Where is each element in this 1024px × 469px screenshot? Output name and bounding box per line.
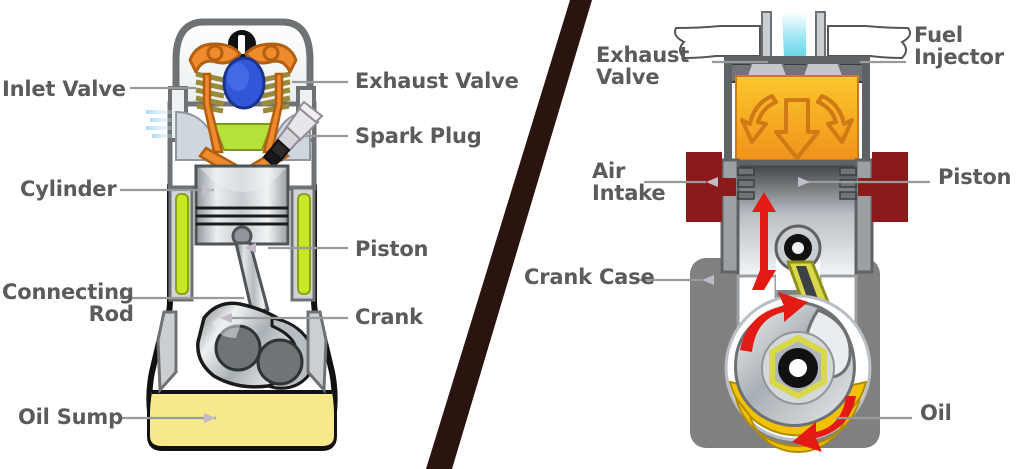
label-fuel-injector: Fuel Injector: [914, 23, 1004, 70]
exhaust-duct-left: [674, 25, 761, 60]
label-exhaust-valve: Exhaust Valve: [355, 69, 519, 93]
intake-air-mist: [146, 110, 176, 138]
cylinder-liner-right: [854, 158, 874, 274]
label-piston-right: Piston: [938, 165, 1012, 189]
coolant-jacket-left: [175, 193, 189, 295]
swirl-arrow-right: [816, 94, 854, 144]
label-spark-plug: Spark Plug: [355, 124, 482, 148]
label-air-intake: Air Intake: [592, 159, 666, 206]
left-engine-group: [120, 18, 348, 451]
label-inlet-valve: Inlet Valve: [2, 77, 126, 101]
oil-sump-fill: [150, 392, 334, 446]
leader-arrowheads-left-engine: [202, 185, 256, 423]
crankcase-wall-left: [156, 310, 178, 394]
label-connecting-rod: Connecting Rod: [2, 280, 134, 327]
label-crank-case: Crank Case: [524, 265, 655, 289]
rotation-arrow-bottom: [792, 396, 856, 452]
piston-ring-grooves-right: [737, 167, 857, 200]
label-cylinder: Cylinder: [20, 177, 117, 201]
label-exhaust-valve-right: Exhaust Valve: [596, 43, 690, 90]
crankcase-wall-right: [306, 310, 328, 394]
diagonal-divider-band: [426, 0, 592, 469]
label-oil-right: Oil: [920, 401, 952, 425]
combustion-gas-chamber: [735, 75, 859, 161]
down-arrow-chamber: [774, 98, 820, 160]
leader-lines-right-engine: [636, 60, 930, 420]
crank-journal-pin: [256, 338, 304, 386]
exhaust-duct-right: [827, 25, 911, 60]
air-intake-port-left: [686, 152, 736, 222]
piston-rings: [196, 206, 288, 226]
spark-plug: [262, 100, 324, 168]
rotation-arrow-top: [740, 292, 808, 352]
combustion-chamber: [212, 123, 274, 151]
right-engine-group: [636, 11, 930, 453]
piston-motion-arrow: [752, 192, 776, 290]
swirl-arrow-left: [740, 94, 778, 144]
leader-arrowheads-right-engine: [702, 177, 810, 285]
connecting-rod: [234, 241, 270, 314]
label-crank: Crank: [355, 305, 423, 329]
leader-lines-left-engine: [120, 80, 348, 420]
crank-oil-ring-2: [735, 397, 861, 453]
coolant-jacket-right: [297, 193, 311, 295]
label-piston: Piston: [355, 237, 429, 261]
label-oil-sump: Oil Sump: [18, 405, 123, 429]
cylinder-liner-left: [720, 158, 740, 274]
air-intake-port-right: [858, 152, 908, 222]
